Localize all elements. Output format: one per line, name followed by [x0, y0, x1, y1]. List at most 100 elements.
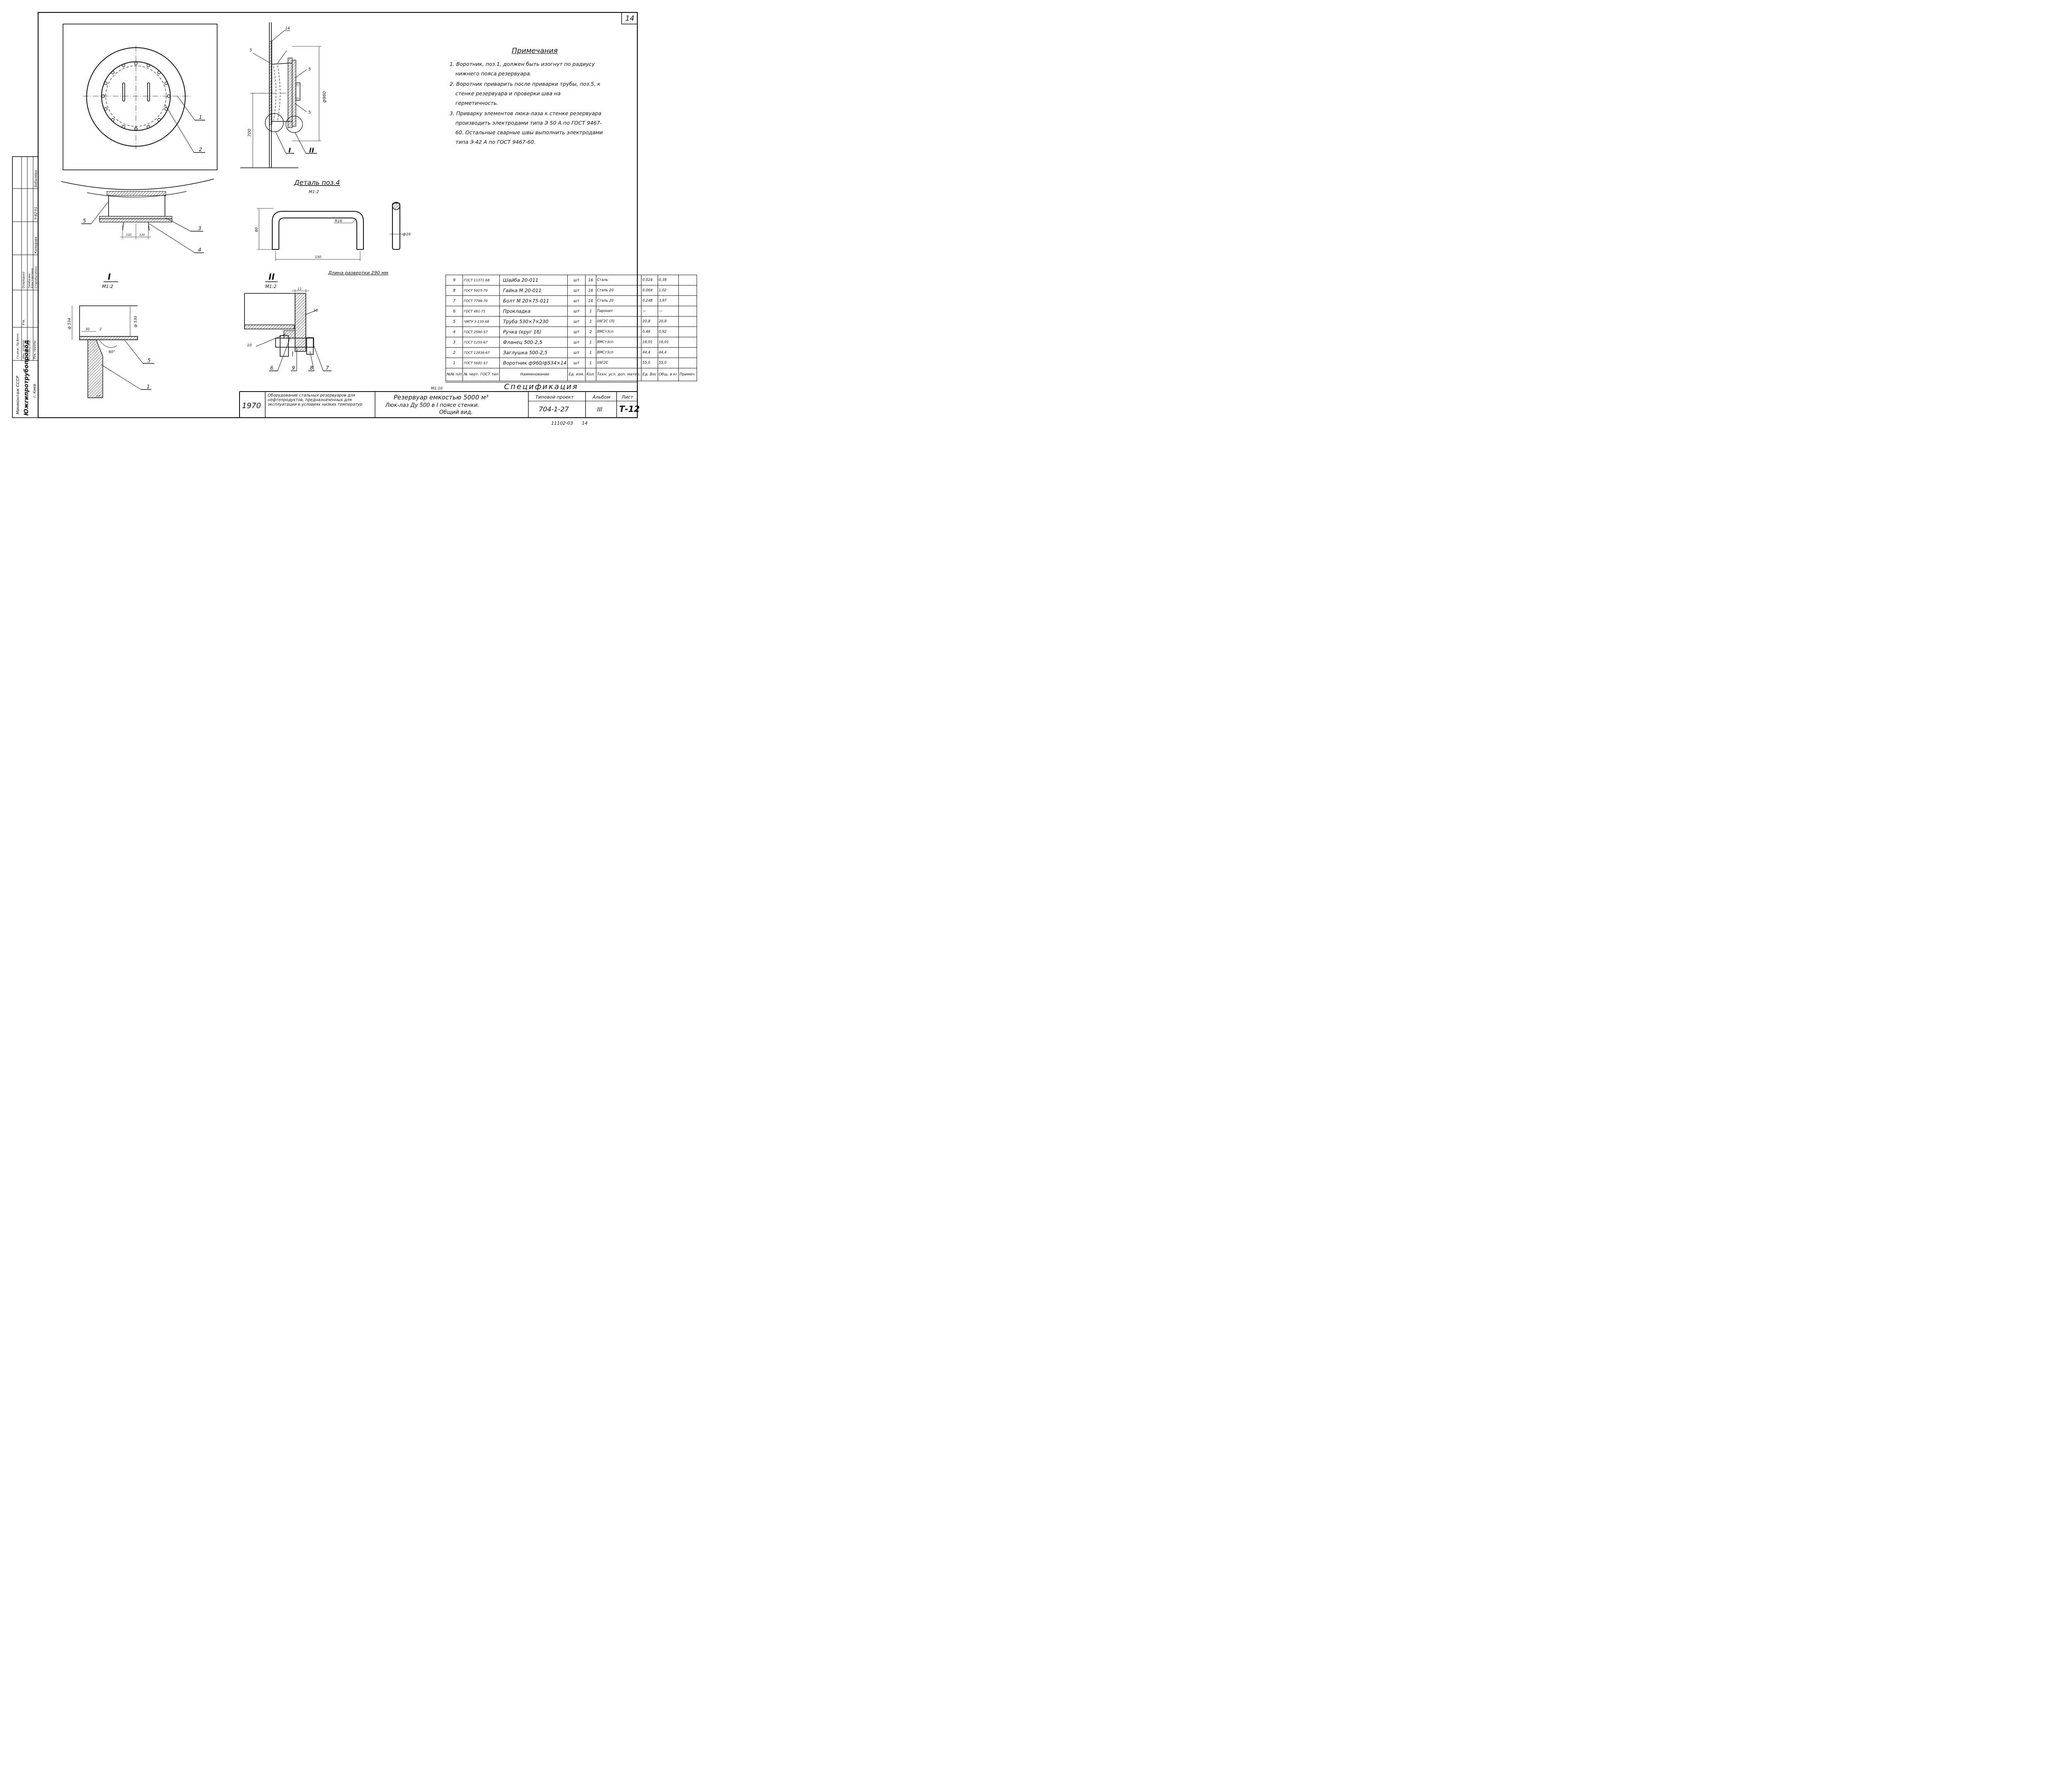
spec-cell-w2: 0,38: [657, 275, 679, 285]
dim-11: 11: [298, 287, 302, 291]
dim-80: 80: [255, 227, 259, 232]
stamp-extra-2: Утв.: [22, 319, 25, 325]
stamp-extra-1: Каладова: [34, 237, 38, 254]
footer-sheet: 14: [582, 421, 588, 426]
spec-cell-qty: 1: [585, 358, 596, 368]
pos-label-8: 8: [310, 365, 313, 371]
spec-cell-unit: шт: [567, 275, 586, 285]
spec-cell-qty: 1: [585, 306, 596, 317]
note-2: 2. Воротник приварить после приварки тру…: [450, 81, 600, 106]
bolt-holes: [101, 61, 171, 131]
spec-cell-gost: ГОСТ 11371-68: [462, 275, 500, 285]
spec-cell-n: 4: [445, 327, 463, 337]
spec-cell-w2: 20,8: [657, 316, 679, 327]
spec-cell-w1: 44,4: [641, 347, 658, 358]
title-1: Резервуар емкостью 5000 м³: [394, 394, 488, 401]
pos-label-7: 7: [326, 365, 329, 371]
detail-title: Деталь поз.4: [294, 179, 340, 186]
title-subject: Оборудование стальных резервуаров для не…: [268, 393, 363, 407]
spec-h-qty: Кол.: [585, 368, 596, 381]
spec-cell-w1: 0,46: [641, 327, 658, 337]
spec-cell-name: Болт М 20×75-011: [499, 295, 568, 306]
spec-cell-name: Воротник ф960/ф534×14: [499, 358, 568, 368]
notes-title: Примечания: [512, 47, 558, 55]
spec-cell-w1: 0,024: [641, 275, 658, 285]
spec-h-unit: Ед. изм.: [567, 368, 586, 381]
weld-10-right: 10: [313, 309, 318, 313]
pos-label-1-front: 1: [199, 114, 202, 120]
handle-detail: [257, 202, 403, 261]
spec-cell-w2: 44,4: [657, 347, 679, 358]
stamp-name-0: Осередько: [22, 272, 25, 288]
spec-cell-note: [678, 285, 697, 296]
project-label: Типовой проект: [535, 394, 574, 400]
dim-phi16: ф16: [403, 232, 411, 237]
spec-cell-qty: 1: [585, 316, 596, 327]
album-number: III: [597, 406, 602, 413]
weld-5-right-top: 5: [308, 67, 311, 72]
spec-cell-w1: —: [641, 306, 658, 317]
spec-cell-n: 8: [445, 285, 463, 296]
stamp-role-0: Гл.инж. Пр.Вепп.: [16, 333, 19, 359]
stamp-name-3: Старобыченко: [34, 266, 38, 288]
spec-h-w1: Ед. Вес: [641, 368, 658, 381]
stamp-extra-3: 5-82-01: [34, 207, 38, 220]
pos-label-2-front: 2: [199, 147, 202, 152]
dim-2: 2: [99, 327, 102, 331]
spec-cell-mat: ВМСт3сп: [595, 337, 642, 348]
spec-title: Спецификация: [445, 382, 637, 392]
spec-cell-unit: шт: [567, 358, 586, 368]
spec-cell-mat: Сталь: [595, 275, 642, 285]
detail-II-scale: М1:2: [265, 284, 276, 289]
dim-150: 150: [315, 255, 321, 259]
detail-II: [244, 289, 332, 371]
spec-cell-w1: 0,064: [641, 285, 658, 296]
spec-cell-w2: 1,02: [657, 285, 679, 296]
note-3: 3. Приварку элементов люка-лаза к стенке…: [450, 110, 603, 145]
spec-cell-name: Ручка (круг 16): [499, 327, 568, 337]
spec-cell-mat: 09Г2С (Л): [595, 316, 642, 327]
spec-cell-w1: 20,8: [641, 316, 658, 327]
spec-h-mat: Техн. усл. доп. матер.: [595, 368, 642, 381]
spec-cell-mat: 09Г2С: [595, 358, 642, 368]
pos-label-5-bottom: 5: [83, 218, 86, 224]
spec-cell-w1: 16,01: [641, 337, 658, 348]
spec-cell-mat: Сталь 20: [595, 285, 642, 296]
stamp-role-2: Гл.спец.отд.: [28, 340, 31, 359]
album-label: Альбом: [592, 394, 610, 400]
pos-label-1-detail: 1: [147, 384, 150, 389]
spec-cell-n: 3: [445, 337, 463, 348]
stamp-city: г. Киев: [33, 384, 37, 398]
dim-534: ф 534: [68, 318, 72, 329]
spec-h-w2: Общ. в кг: [657, 368, 679, 381]
detail-II-title: II: [269, 272, 275, 282]
detail-I-title: I: [108, 272, 111, 282]
weld-10-left: 10: [247, 343, 252, 348]
spec-h-n: №№ п/п: [445, 368, 463, 381]
spec-cell-name: Гайка М 20-011: [499, 285, 568, 296]
title-2: Люк-лаз Ду 500 в I поясе стенки.: [385, 402, 479, 409]
title-block-frame: [239, 391, 637, 418]
sheet-code: Т-12: [619, 404, 640, 414]
spec-header-row: №№ п/п № черт. ГОСТ тип Наименование Ед.…: [445, 368, 697, 381]
spec-cell-unit: шт: [567, 337, 586, 348]
spec-cell-n: 2: [445, 347, 463, 358]
spec-cell-note: [678, 337, 697, 348]
spec-cell-name: Прокладка: [499, 306, 568, 317]
spec-cell-gost: ГОСТ 1255-67: [462, 337, 500, 348]
spec-cell-gost: ЧМТУ 3-130-68: [462, 316, 500, 327]
spec-cell-n: 6: [445, 306, 463, 317]
dim-700: 700: [247, 129, 252, 137]
section-view: [240, 22, 321, 168]
spec-cell-qty: 16: [585, 275, 596, 285]
stamp-role-1: Нач. отдела: [22, 341, 25, 359]
spec-cell-unit: шт: [567, 347, 586, 358]
sheet-label: Лист: [621, 394, 633, 400]
dim-960: ф960: [322, 91, 327, 103]
spec-cell-w1: 55,0: [641, 358, 658, 368]
callout-II: II: [309, 146, 314, 154]
